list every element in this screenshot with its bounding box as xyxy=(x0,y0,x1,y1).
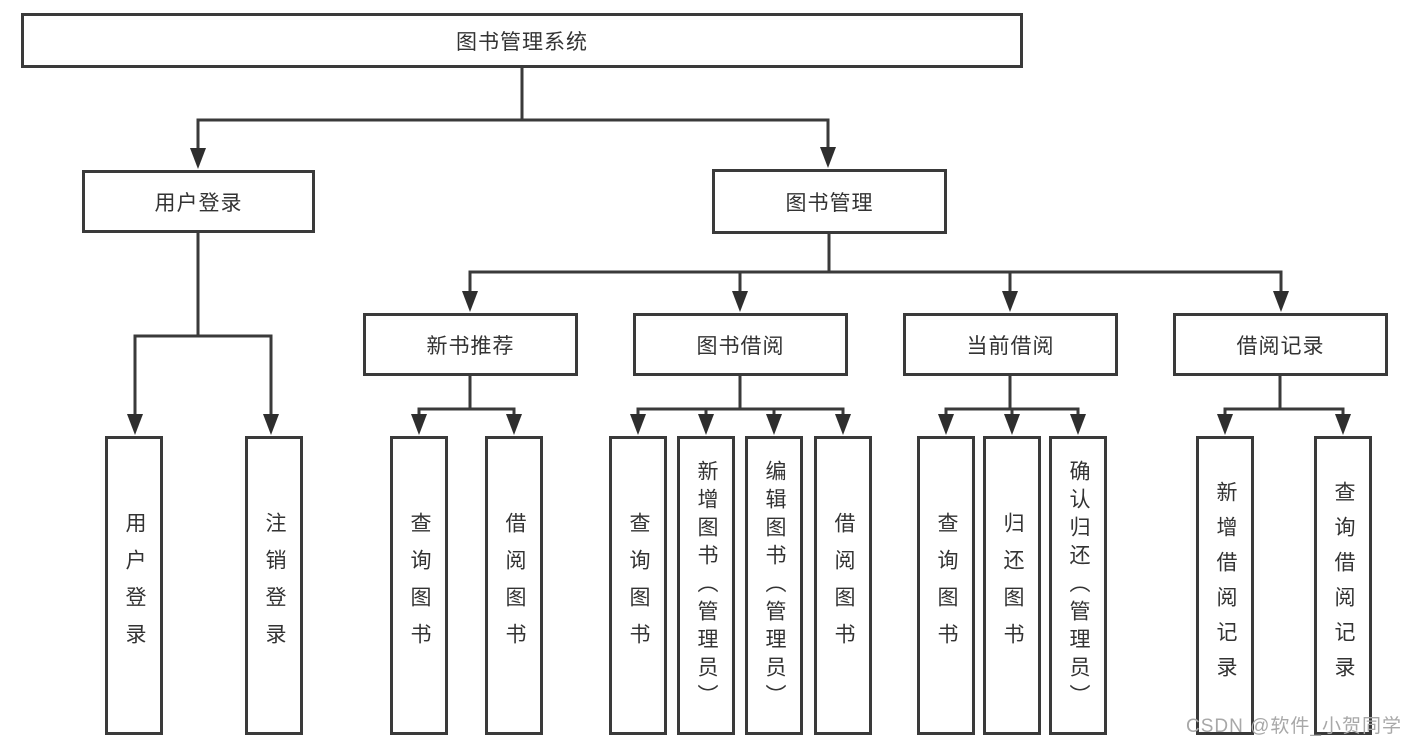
leaf-query-books-recommend: 查询图书 xyxy=(390,436,448,735)
leaf-label: 归还图书 xyxy=(1001,511,1024,660)
node-label: 新书推荐 xyxy=(426,334,515,358)
node-new-book-recommend: 新书推荐 xyxy=(363,313,578,376)
node-current-borrow: 当前借阅 xyxy=(903,313,1118,376)
leaf-edit-books-admin: 编辑图书（管理员） xyxy=(745,436,803,735)
leaf-label: 查询图书 xyxy=(408,511,431,660)
node-borrow-records: 借阅记录 xyxy=(1173,313,1388,376)
leaf-label: 确认归还（管理员） xyxy=(1067,459,1090,712)
node-label: 用户登录 xyxy=(154,191,243,215)
leaf-borrow-books: 借阅图书 xyxy=(814,436,872,735)
leaf-return-books: 归还图书 xyxy=(983,436,1041,735)
leaf-label: 注销登录 xyxy=(263,511,286,660)
node-root-library-system: 图书管理系统 xyxy=(21,13,1023,68)
leaf-label: 借阅图书 xyxy=(832,511,855,660)
node-label: 图书管理 xyxy=(785,191,874,215)
csdn-watermark: CSDN @软件_小贺同学 xyxy=(1186,716,1402,737)
node-label: 图书借阅 xyxy=(696,334,785,358)
leaf-label: 借阅图书 xyxy=(503,511,526,660)
node-label: 借阅记录 xyxy=(1236,334,1325,358)
node-book-borrow: 图书借阅 xyxy=(633,313,848,376)
leaf-confirm-return-admin: 确认归还（管理员） xyxy=(1049,436,1107,735)
leaf-query-borrow-record: 查询借阅记录 xyxy=(1314,436,1372,735)
leaf-add-borrow-record: 新增借阅记录 xyxy=(1196,436,1254,735)
leaf-query-books-borrow: 查询图书 xyxy=(609,436,667,735)
leaf-label: 查询借阅记录 xyxy=(1332,480,1355,691)
leaf-label: 新增借阅记录 xyxy=(1214,480,1237,691)
node-label: 当前借阅 xyxy=(966,334,1055,358)
leaf-add-books-admin: 新增图书（管理员） xyxy=(677,436,735,735)
leaf-label: 编辑图书（管理员） xyxy=(763,459,786,712)
leaf-query-books-current: 查询图书 xyxy=(917,436,975,735)
leaf-label: 查询图书 xyxy=(627,511,650,660)
leaf-label: 查询图书 xyxy=(935,511,958,660)
node-user-login: 用户登录 xyxy=(82,170,315,233)
leaf-user-login: 用户登录 xyxy=(105,436,163,735)
leaf-borrow-books-recommend: 借阅图书 xyxy=(485,436,543,735)
leaf-label: 用户登录 xyxy=(123,511,146,660)
leaf-logout: 注销登录 xyxy=(245,436,303,735)
node-book-management: 图书管理 xyxy=(712,169,947,234)
node-label: 图书管理系统 xyxy=(456,30,588,54)
leaf-label: 新增图书（管理员） xyxy=(695,459,718,712)
